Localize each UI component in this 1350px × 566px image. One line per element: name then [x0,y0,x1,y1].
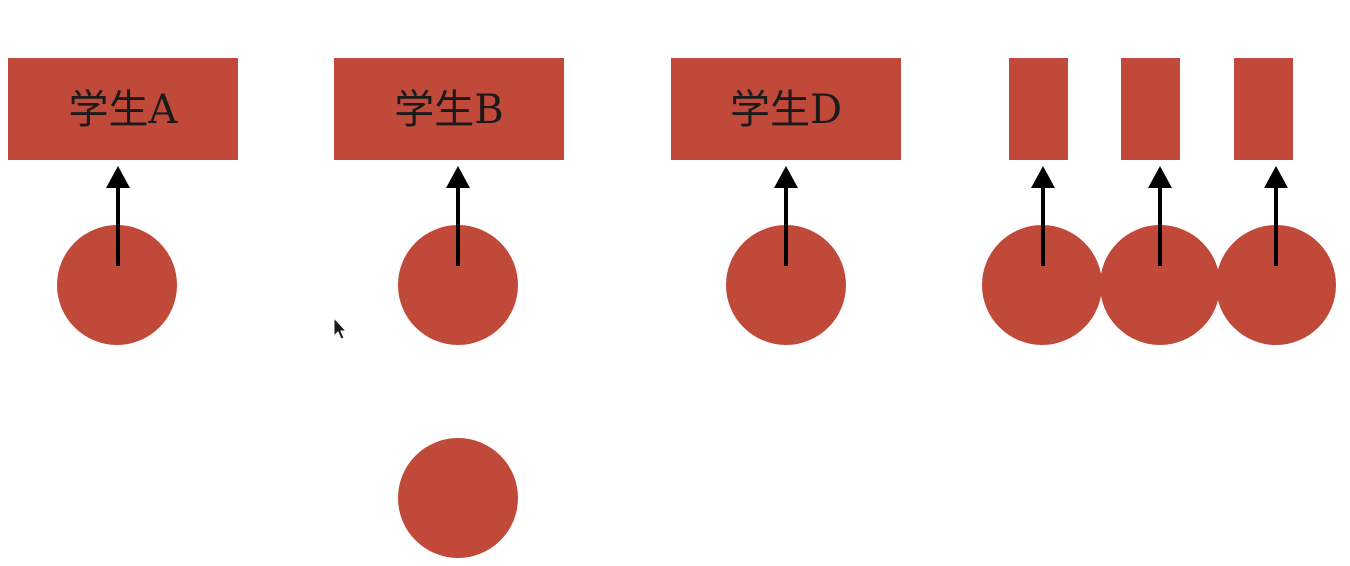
arrow-head-b [446,166,470,188]
free-circle-node [398,438,518,558]
arrow-head-small-2 [1148,166,1172,188]
small-box-3 [1234,58,1293,160]
small-group-3 [1216,58,1336,345]
small-group-1 [982,58,1102,345]
circle-node-b [398,225,518,345]
small-group-arrows [1031,166,1288,266]
student-group-d: 学生D [671,58,901,345]
student-label-d: 学生D [730,87,842,133]
small-group-2 [1100,58,1220,345]
small-box-2 [1121,58,1180,160]
student-label-b: 学生B [394,87,503,133]
student-label-a: 学生A [69,87,179,133]
mouse-pointer-icon [333,316,348,340]
student-box-d [671,58,901,160]
arrow-head-small-3 [1264,166,1288,188]
arrow-head-small-1 [1031,166,1055,188]
circle-node-small-3 [1216,225,1336,345]
circle-node-d [726,225,846,345]
circle-node-small-1 [982,225,1102,345]
arrow-head-a [106,166,130,188]
circle-node-a [57,225,177,345]
arrow-head-d [774,166,798,188]
student-group-b: 学生B [334,58,564,558]
student-box-a [8,58,238,160]
circle-node-small-2 [1100,225,1220,345]
student-group-a: 学生A [8,58,238,345]
student-box-b [334,58,564,160]
small-box-1 [1009,58,1068,160]
